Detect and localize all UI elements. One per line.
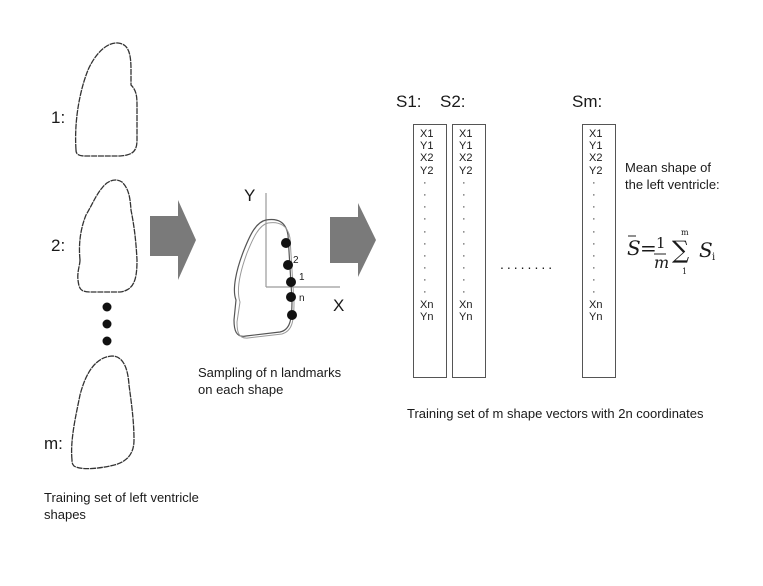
landmark-label-1: 1	[299, 272, 305, 283]
ellipsis-dot	[102, 302, 112, 312]
landmark-dot	[287, 310, 297, 320]
formula-lhs: S	[627, 236, 641, 260]
vector-header-s1: S1:	[396, 92, 422, 111]
y-axis-label: Y	[244, 186, 256, 205]
ventricle-shape-m	[70, 355, 135, 470]
landmark-dot	[286, 292, 296, 302]
formula-equals: =	[640, 236, 657, 260]
shape-label-2: 2:	[51, 236, 66, 255]
formula-subscript: i	[712, 252, 716, 263]
ellipsis-dot	[102, 319, 112, 329]
formula-numerator: 1	[656, 234, 666, 252]
sampled-shape-outline-b	[236, 222, 295, 339]
mean-shape-title-line1: Mean shape of	[625, 160, 712, 175]
sampling-caption-line1: Sampling of n landmarks	[198, 365, 342, 380]
x-axis-label: X	[333, 296, 345, 315]
sigma-icon: ∑	[672, 236, 690, 264]
ellipsis-dot	[102, 336, 112, 346]
ventricle-shape-2	[77, 179, 138, 293]
sampling-caption-line2: on each shape	[198, 382, 284, 397]
landmark-dot	[281, 238, 291, 248]
shape-label-1: 1:	[51, 108, 66, 127]
formula-term: S	[699, 238, 713, 262]
formula-sum-upper: m	[681, 228, 689, 237]
formula-sum-lower: 1	[682, 267, 688, 276]
shape-label-m: m:	[44, 434, 63, 453]
landmark-dot	[283, 260, 293, 270]
landmark-dot	[286, 277, 296, 287]
vectors-ellipsis: ........	[500, 256, 556, 272]
training-set-caption: Training set of left ventricle shapes	[44, 490, 199, 522]
formula-denominator: m	[654, 253, 670, 272]
vector-header-s2: S2:	[440, 92, 466, 111]
arrow-right-icon	[150, 200, 196, 280]
sampled-shape-outline-a	[233, 218, 293, 337]
vector-header-sm: Sm:	[572, 92, 603, 111]
vectors-caption: Training set of m shape vectors with 2n …	[407, 406, 704, 421]
arrow-right-icon	[330, 203, 376, 277]
mean-shape-title-line2: the left ventricle:	[625, 177, 720, 192]
landmark-label-n: n	[299, 293, 305, 304]
landmark-label-2: 2	[293, 255, 299, 266]
ventricle-shape-1	[74, 42, 138, 157]
